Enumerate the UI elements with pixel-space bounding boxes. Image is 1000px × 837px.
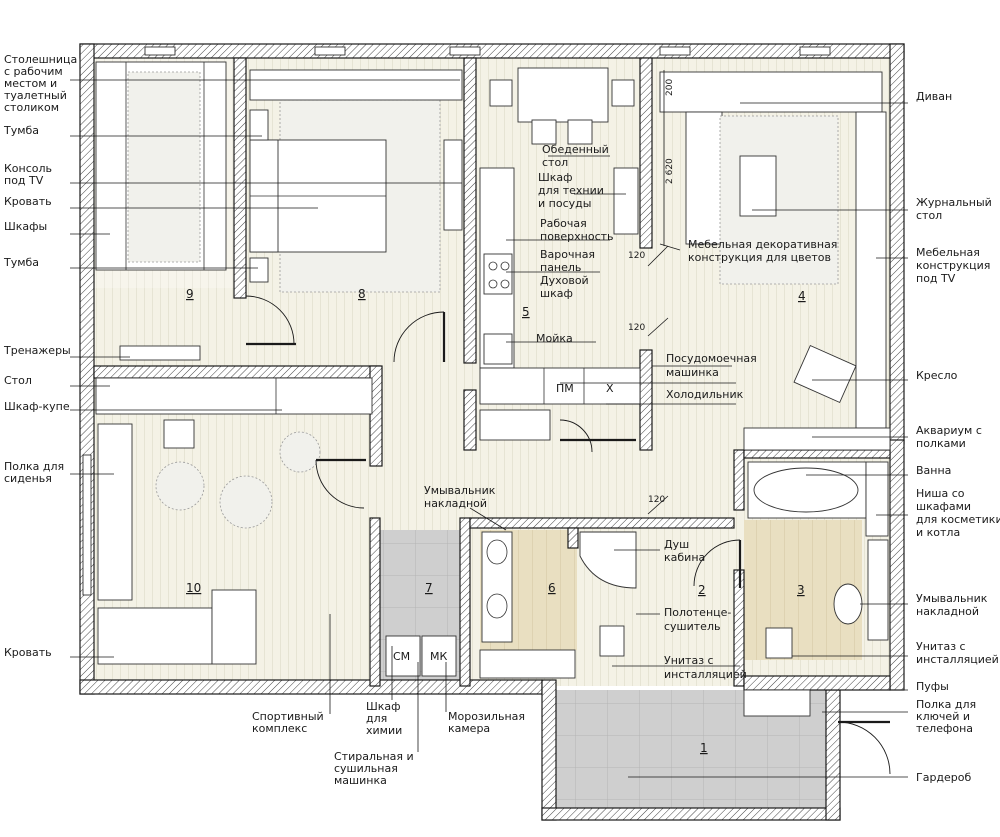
label-nightstand-1: Тумба bbox=[3, 124, 39, 137]
room-numbers: 1 2 3 4 5 6 7 8 9 10 bbox=[186, 287, 806, 755]
label-washbasin-3: Умывальник накладной bbox=[916, 592, 991, 618]
label-bed-1: Кровать bbox=[4, 195, 52, 208]
label-tv-console: Консоль под TV bbox=[4, 162, 56, 187]
label-toilet-6: Унитаз с инсталляцией bbox=[664, 654, 747, 681]
label-bed-2: Кровать bbox=[4, 646, 52, 659]
label-fridge: Холодильник bbox=[666, 388, 744, 401]
label-aquarium: Аквариум с полками bbox=[916, 424, 985, 450]
labels-right: Диван Журнальный стол Мебельная конструк… bbox=[916, 90, 1000, 784]
label-wardrobe-hall: Гардероб bbox=[916, 771, 972, 784]
labels-left: Столешница с рабочим местом и туалетный … bbox=[3, 53, 81, 659]
svg-text:9: 9 bbox=[186, 287, 194, 301]
svg-text:120: 120 bbox=[648, 495, 665, 505]
label-kitchen-cabinet: Шкаф для технии и посуды bbox=[538, 171, 607, 210]
svg-text:6: 6 bbox=[548, 581, 556, 595]
furniture bbox=[95, 61, 891, 717]
svg-text:Х: Х bbox=[606, 382, 614, 395]
label-trainers: Тренажеры bbox=[3, 344, 71, 357]
label-key-shelf: Полка для ключей и телефона bbox=[916, 698, 980, 735]
svg-text:10: 10 bbox=[186, 581, 201, 595]
svg-text:4: 4 bbox=[798, 289, 806, 303]
labels-center: Обеденный стол Шкаф для технии и посуды … bbox=[424, 143, 841, 681]
label-seat-shelf: Полка для сиденья bbox=[4, 460, 68, 485]
svg-text:2 620: 2 620 bbox=[665, 158, 675, 184]
svg-text:ПМ: ПМ bbox=[556, 382, 574, 395]
label-bathtub: Ванна bbox=[916, 464, 951, 477]
labels-bottom: Спортивный комплекс Шкаф для химии Стира… bbox=[252, 700, 529, 787]
svg-text:5: 5 bbox=[522, 305, 530, 319]
label-toilet-3: Унитаз с инсталляцией bbox=[916, 640, 999, 666]
label-washer: Стиральная и сушильная машинка bbox=[334, 750, 417, 787]
svg-text:МК: МК bbox=[430, 650, 447, 663]
label-sink: Мойка bbox=[536, 332, 573, 345]
svg-text:3: 3 bbox=[797, 583, 805, 597]
label-shower: Душ кабина bbox=[664, 538, 705, 564]
label-freezer: Морозильная камера bbox=[448, 710, 529, 735]
label-tv-unit: Мебельная конструкция под TV bbox=[916, 246, 994, 285]
walls bbox=[79, 43, 905, 821]
svg-text:7: 7 bbox=[425, 581, 433, 595]
svg-text:8: 8 bbox=[358, 287, 366, 301]
svg-text:1: 1 bbox=[700, 741, 708, 755]
label-oven: Духовой шкаф bbox=[540, 274, 592, 300]
label-nightstand-2: Тумба bbox=[3, 256, 39, 269]
label-armchair: Кресло bbox=[916, 369, 958, 382]
label-countertop: Столешница с рабочим местом и туалетный … bbox=[4, 53, 81, 114]
label-desk: Стол bbox=[4, 374, 32, 387]
svg-text:СМ: СМ bbox=[393, 650, 410, 663]
svg-text:120: 120 bbox=[628, 251, 645, 261]
label-towel-dryer: Полотенце- сушитель bbox=[664, 606, 735, 633]
label-washbasin-6: Умывальник накладной bbox=[424, 484, 499, 510]
svg-text:200: 200 bbox=[665, 79, 675, 96]
appliance-marks: ПМ Х СМ МК bbox=[393, 382, 614, 663]
label-dishwasher: Посудомоечная машинка bbox=[666, 352, 760, 379]
svg-text:120: 120 bbox=[628, 323, 645, 333]
label-niche: Ниша со шкафами для косметики и котла bbox=[916, 487, 1000, 539]
label-decor-structure: Мебельная декоративная конструкция для ц… bbox=[688, 238, 841, 264]
label-cooktop: Варочная панель bbox=[540, 248, 599, 274]
doors bbox=[245, 295, 891, 775]
label-chem-cabinet: Шкаф для химии bbox=[366, 700, 404, 737]
svg-text:2: 2 bbox=[698, 583, 706, 597]
label-wardrobes: Шкафы bbox=[4, 220, 47, 233]
label-sofa: Диван bbox=[916, 90, 952, 103]
label-work-surface: Рабочая поверхность bbox=[540, 217, 614, 243]
label-dining-table: Обеденный стол bbox=[542, 143, 612, 169]
label-sport-complex: Спортивный комплекс bbox=[252, 710, 327, 735]
label-wardrobe-sliding: Шкаф-купе bbox=[4, 400, 70, 413]
label-poufs: Пуфы bbox=[916, 680, 949, 693]
leader-lines bbox=[70, 79, 908, 778]
label-coffee-table: Журнальный стол bbox=[916, 196, 995, 222]
dimensions: 200 2 620 120 120 120 bbox=[628, 70, 675, 515]
